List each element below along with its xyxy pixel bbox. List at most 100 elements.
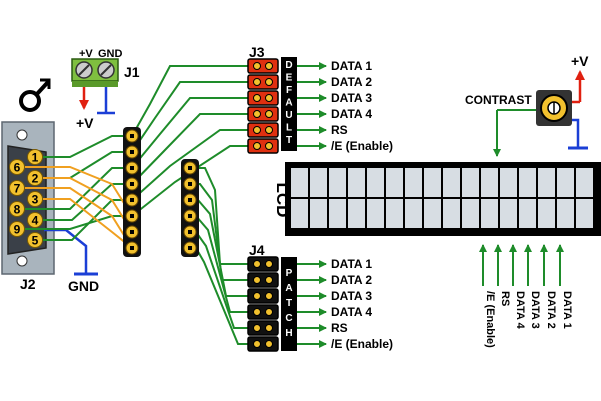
vertical-letter: A [285,283,292,294]
db9-pin-label: 4 [32,214,39,228]
jumper-pin [253,62,261,70]
terminal-block-icon [71,58,119,87]
lcd-cell [557,199,574,228]
contrast-pv-label: +V [571,53,589,69]
j1-gnd-label: GND [98,48,123,60]
jumper-pin [253,110,261,118]
db9-pin-label: 2 [32,172,39,186]
lcd-cell [405,199,422,228]
output-label: DATA 2 [331,273,372,287]
header-pin-core [188,198,192,202]
lcd-cell [538,199,555,228]
jumper [247,304,279,320]
lcd-cell [424,168,441,197]
header-pin-core [130,134,134,138]
jumper-pin [265,110,273,118]
lcd-cell [443,199,460,228]
jumper-pin [253,260,261,268]
jumper-pin [253,94,261,102]
green-wire [43,183,132,221]
vertical-letter: U [285,110,292,121]
db9-pin [27,149,43,165]
vertical-letter: T [286,298,292,309]
jumper [247,90,279,106]
jumper-pin [253,308,261,316]
jumper-pin [253,142,261,150]
jumper-pin [253,276,261,284]
output-label: /E (Enable) [331,139,393,153]
db9-pin-label: 3 [32,193,39,207]
wires [25,65,248,345]
contrast-label: CONTRAST [465,93,532,107]
db9-pin [9,201,25,217]
lcd-cell [348,199,365,228]
j3-default-bar [281,57,297,151]
orange-wire [43,177,133,233]
j4-patch-bar [281,257,297,351]
db9-pin-label: 5 [32,234,39,248]
vertical-letter: F [286,85,292,96]
lcd-cell [367,199,384,228]
header-strip-left [123,127,141,257]
green-wire [131,145,248,217]
db9-pin-label: 9 [14,223,21,237]
vertical-letter: L [286,123,292,134]
jumper-pin [265,260,273,268]
j1-pv-label: +V [79,48,93,60]
jumper [247,74,279,90]
output-label: DATA 3 [331,91,372,105]
jumper-pin [265,324,273,332]
output-label: DATA 1 [331,59,372,73]
lcd-cell [310,168,327,197]
lcd-cell [386,199,403,228]
header-pin-core [130,150,134,154]
lcd-cell [329,168,346,197]
jumper-pin [265,94,273,102]
male-symbol-icon [19,78,51,112]
lcd-input-label: DATA 1 [561,291,573,329]
output-label: DATA 4 [331,107,372,121]
jumper-pin [265,78,273,86]
jumper-pin [253,324,261,332]
j4-jumper-block [247,256,279,352]
lcd-cell [291,199,308,228]
db9-pin [27,232,43,248]
green-wire [43,135,132,158]
green-wire [190,167,248,265]
lcd-input-label: DATA 3 [529,291,541,329]
output-label: DATA 4 [331,305,372,319]
lcd-input-label: DATA 2 [545,291,557,329]
jumper-pin [265,308,273,316]
green-wire [131,81,248,153]
header-pin-core [188,214,192,218]
header-pin-core [188,182,192,186]
output-label: RS [331,321,348,335]
vertical-letter: H [285,328,292,339]
db9-pin [9,180,25,196]
jumper-pin [265,142,273,150]
db9-pin-label: 6 [14,161,21,175]
header-strip-middle [181,159,199,257]
db9-pin [9,221,25,237]
j3-jumper-block [247,58,279,154]
db9-pin [9,159,25,175]
green-wire [131,129,248,201]
lcd-cell [576,199,593,228]
orange-wire [43,198,133,249]
lcd-cell [443,168,460,197]
green-wire [131,113,248,185]
green-wire [131,97,248,169]
jumper [247,272,279,288]
j1-label: J1 [124,64,140,80]
vertical-letter: A [285,98,292,109]
lcd-cell [576,168,593,197]
jumper-pin [265,276,273,284]
header-pin-core [130,182,134,186]
header-pin-core [188,246,192,250]
vertical-letter: P [286,268,293,279]
jumper-pin [253,340,261,348]
